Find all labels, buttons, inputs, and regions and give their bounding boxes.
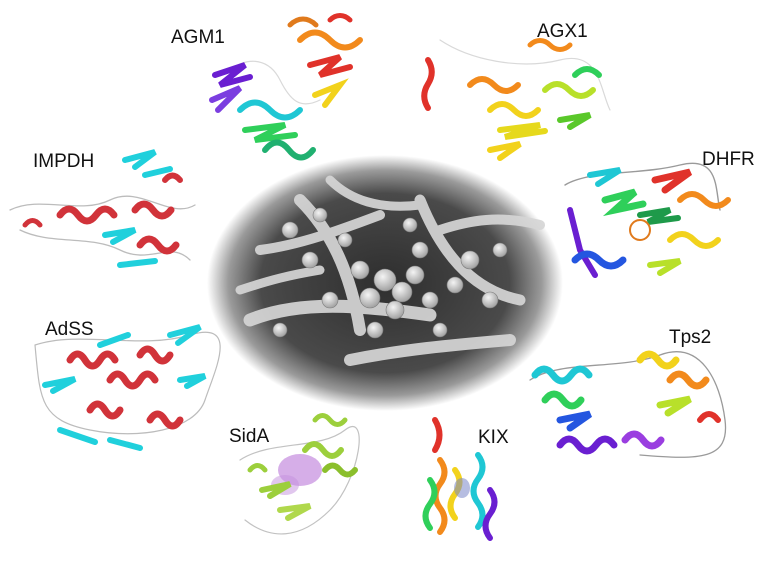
protein-agm1: [209, 13, 363, 161]
label-agx1: AGX1: [537, 21, 588, 42]
label-tps2: Tps2: [669, 327, 712, 348]
label-dhfr: DHFR: [702, 149, 755, 170]
label-sida: SidA: [229, 426, 270, 447]
protein-kix: [422, 417, 498, 541]
label-impdh: IMPDH: [33, 151, 95, 172]
label-adss: AdSS: [45, 319, 94, 340]
protein-dhfr: [564, 162, 731, 278]
protein-tps2: [529, 350, 727, 458]
label-kix: KIX: [478, 427, 509, 448]
label-agm1: AGM1: [171, 27, 225, 48]
protein-sida: [239, 413, 360, 535]
protein-impdh: [9, 149, 196, 268]
sem-micrograph: [207, 155, 563, 411]
protein-agx1: [421, 38, 611, 161]
protein-adss: [34, 324, 221, 451]
